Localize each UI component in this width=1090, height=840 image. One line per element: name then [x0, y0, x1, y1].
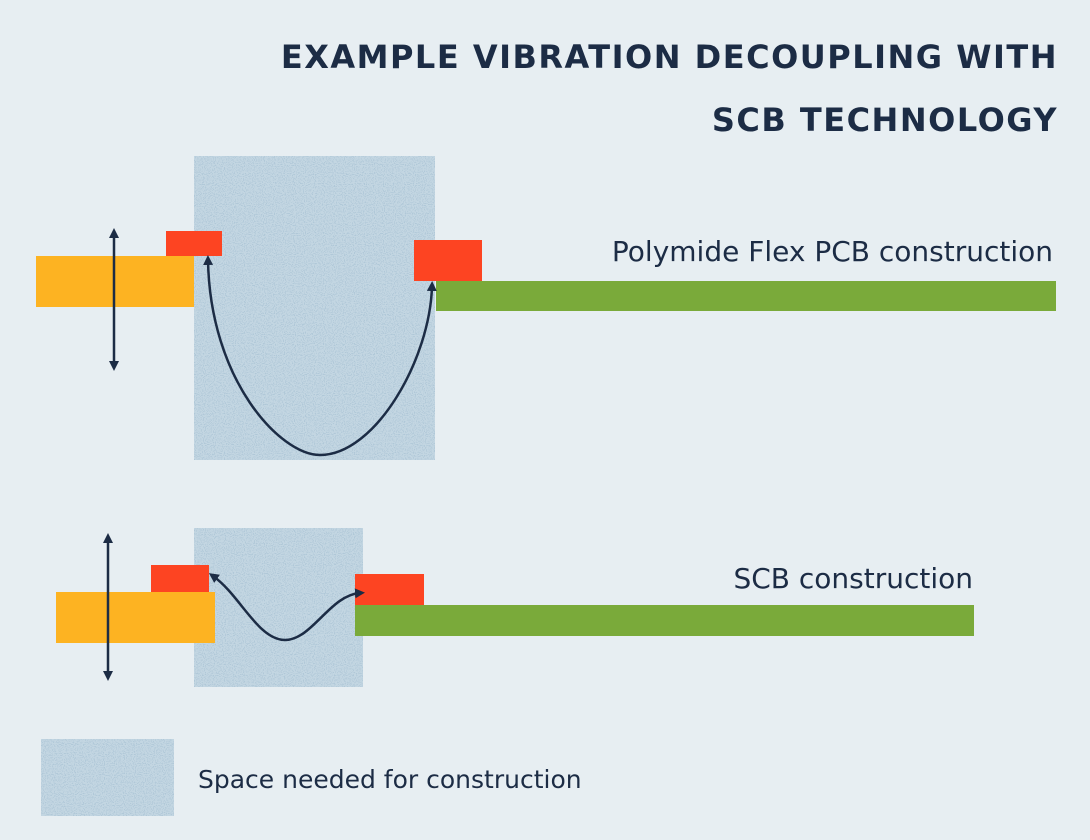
- rigid-board-left-scb: [56, 592, 215, 643]
- flex-bend-arrow-scb: [208, 573, 365, 642]
- scb-construction-label: SCB construction: [733, 562, 973, 595]
- connector-right-polymide: [414, 240, 482, 281]
- connector-right-scb: [355, 574, 424, 605]
- page-title-line-2: SCB TECHNOLOGY: [711, 101, 1058, 139]
- connector-left-scb: [151, 565, 209, 592]
- legend-space-swatch: [41, 739, 174, 816]
- scb-construction: [56, 528, 974, 687]
- space-needed-area-polymide: [194, 156, 435, 460]
- connector-left-polymide: [166, 231, 222, 256]
- polymide-flex-construction: [36, 156, 1056, 460]
- flex-board-scb: [355, 605, 974, 636]
- flex-board-polymide: [436, 281, 1056, 311]
- flex-bend-arrow-polymide: [203, 255, 437, 457]
- polymide-flex-label: Polymide Flex PCB construction: [611, 235, 1053, 268]
- page-title-line-1: EXAMPLE VIBRATION DECOUPLING WITH: [280, 38, 1058, 76]
- space-needed-area-scb: [194, 528, 363, 687]
- legend-space-label: Space needed for construction: [198, 765, 582, 794]
